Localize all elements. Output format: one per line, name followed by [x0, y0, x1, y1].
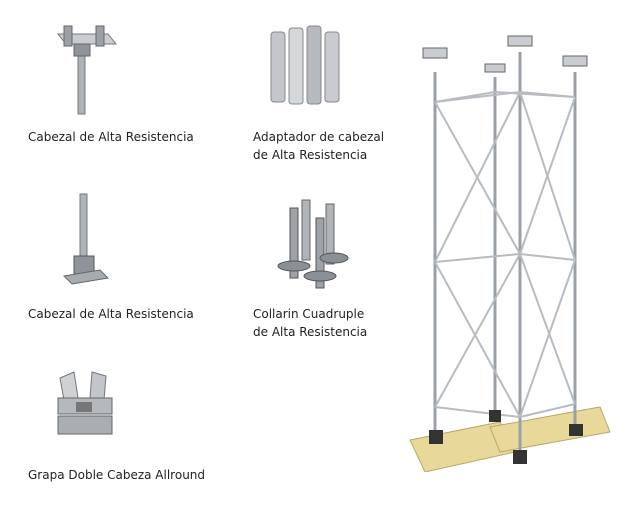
product-label: Collarin Cuadruple: [253, 307, 365, 321]
head-adapter-image: [270, 25, 340, 105]
product-label: Cabezal de Alta Resistencia: [28, 130, 194, 144]
product-label: Cabezal de Alta Resistencia: [28, 307, 194, 321]
product-label: Adaptador de cabezal: [253, 130, 385, 144]
shoring-tower-image: [409, 35, 611, 472]
product-label: de Alta Resistencia: [253, 148, 368, 162]
product-label: de Alta Resistencia: [253, 325, 368, 339]
quad-collar-image: [277, 199, 349, 289]
base-jack-image: [62, 193, 110, 285]
double-clamp-image: [57, 371, 113, 435]
u-head-jack-image: [56, 25, 118, 115]
product-label: Grapa Doble Cabeza Allround: [28, 468, 206, 482]
